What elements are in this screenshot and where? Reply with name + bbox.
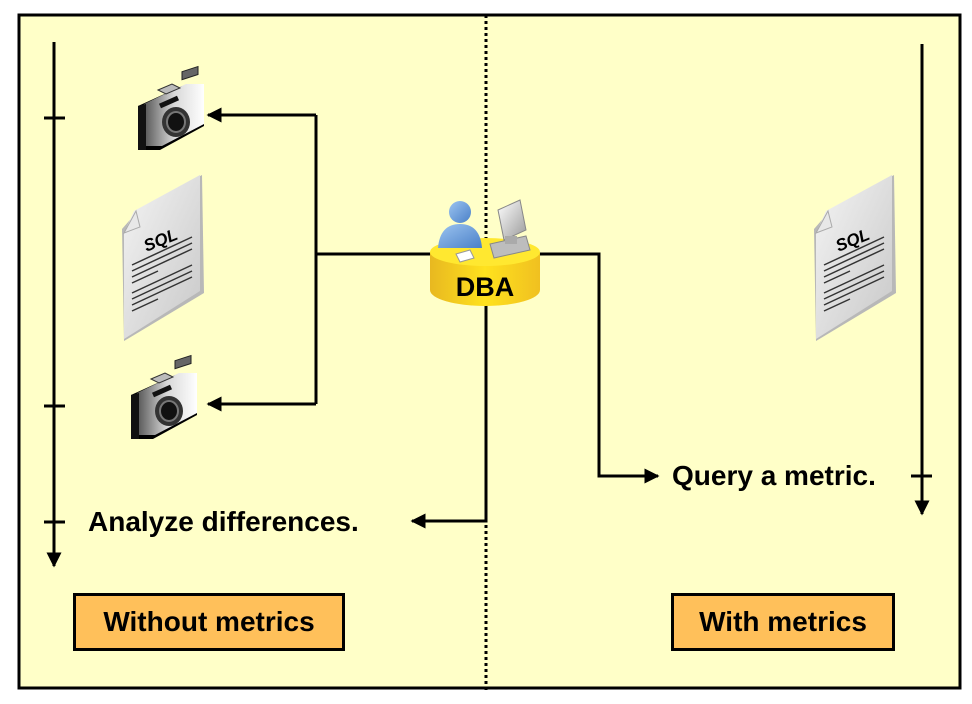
with-metrics-label: With metrics xyxy=(699,606,867,637)
camera-icon xyxy=(138,65,204,150)
person-head xyxy=(449,201,471,223)
dba-to-query-connector xyxy=(540,252,660,484)
sql-document-icon: SQL xyxy=(122,175,204,341)
right-timeline xyxy=(911,44,932,516)
camera-icon xyxy=(131,354,197,439)
without-metrics-label: Without metrics xyxy=(103,606,315,637)
query-metric-label: Query a metric. xyxy=(672,460,876,491)
left-timeline xyxy=(44,42,65,568)
dba-label: DBA xyxy=(456,272,515,302)
sql-document-icon: SQL xyxy=(814,175,896,341)
without-metrics-legend: Without metrics xyxy=(73,593,345,651)
dba-to-analyze-connector xyxy=(410,305,488,529)
analyze-differences-label: Analyze differences. xyxy=(88,506,359,537)
with-metrics-legend: With metrics xyxy=(671,593,895,651)
dba-workstation-icon: DBA xyxy=(430,199,540,306)
dba-to-snapshots-connector xyxy=(206,107,430,412)
